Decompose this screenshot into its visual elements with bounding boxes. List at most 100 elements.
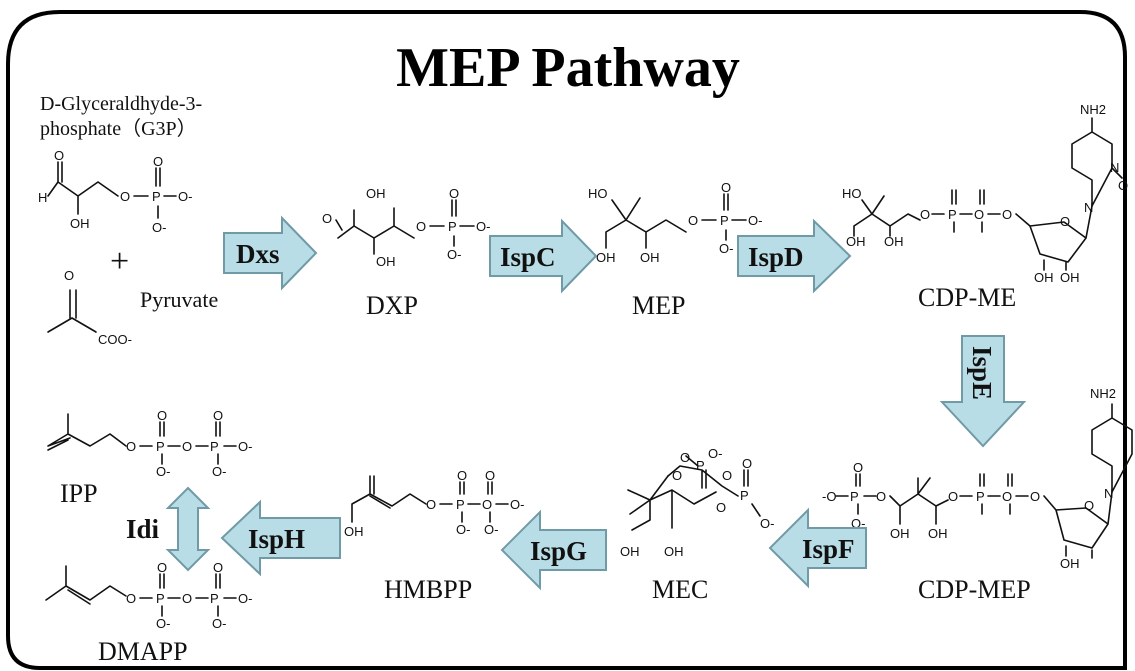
atom-o-minus: O- (238, 439, 252, 454)
page-title: MEP Pathway (396, 37, 740, 99)
atom-n: N (1104, 486, 1113, 501)
atom-o-minus: O- (760, 516, 774, 531)
atom-p: P (948, 207, 957, 222)
atom-o-minus: -O (822, 489, 836, 504)
atom-o: O (157, 408, 167, 423)
atom-oh: OH (890, 526, 910, 541)
mep-label: MEP (632, 291, 685, 320)
atom-o: O (153, 154, 163, 169)
atom-o: O (1060, 214, 1070, 229)
diagram-frame (6, 10, 1127, 670)
atom-o: O (449, 186, 459, 201)
hmbpp-structure: OH O P O O P O O- O- O- (344, 468, 524, 539)
atom-o-minus: O- (152, 220, 166, 235)
atom-n: N (1084, 200, 1093, 215)
dxp-structure: O OH OH O P O O- O- (322, 186, 490, 269)
atom-o-minus: O- (212, 464, 226, 479)
pyruvate-label: Pyruvate (140, 287, 218, 312)
atom-o-minus: O- (708, 446, 722, 461)
g3p-label-line2: phosphate（G3P） (40, 117, 197, 140)
isph-arrow (220, 499, 341, 577)
atom-o: O (1002, 207, 1012, 222)
ispg-arrow (500, 509, 607, 591)
ispd-arrow (737, 218, 852, 294)
plus-sign: + (110, 243, 129, 280)
atom-oh: OH (846, 234, 866, 249)
ispe-arrow (939, 335, 1027, 448)
atom-nh2: NH2 (1080, 102, 1106, 117)
ispf-label: IspF (802, 534, 855, 564)
atom-o: O (680, 450, 690, 465)
cdp-me-label: CDP-ME (918, 283, 1016, 312)
atom-o: O (482, 497, 492, 512)
mec-structure: O P O O- O P O O- O OH OH (620, 446, 774, 559)
atom-p: P (156, 591, 165, 606)
atom-nh2: NH2 (1090, 386, 1116, 401)
cdp-me-structure: HO OH OH O P O P O O OH OH N N O NH2 (842, 102, 1128, 285)
atom-oh: OH (596, 250, 616, 265)
atom-o-minus: O- (238, 591, 252, 606)
ispd-label: IspD (748, 242, 804, 272)
atom-n: N (1110, 160, 1119, 175)
dmapp-structure: O P O O P O O- O- O- (45, 560, 252, 631)
atom-o: O (1030, 489, 1040, 504)
atom-o: O (920, 207, 930, 222)
atom-p: P (156, 439, 165, 454)
atom-o: O (64, 268, 74, 283)
atom-o: O (126, 439, 136, 454)
atom-oh: OH (640, 250, 660, 265)
ispe-label: IspE (967, 346, 997, 400)
isph-label: IspH (248, 524, 305, 554)
atom-o: O (672, 468, 682, 483)
atom-o: O (416, 219, 426, 234)
atom-p: P (448, 219, 457, 234)
mep-structure: HO OH OH O P O O- O- (588, 180, 762, 265)
g3p-label-line1: D-Glyceraldhyde-3- (40, 93, 202, 115)
pyruvate-structure: O COO- (47, 268, 132, 347)
atom-o: O (213, 560, 223, 575)
atom-oh: OH (664, 544, 684, 559)
atom-coo: COO- (98, 332, 132, 347)
atom-o-minus: O- (748, 213, 762, 228)
atom-oh: OH (70, 216, 90, 231)
atom-p: P (210, 591, 219, 606)
atom-o: O (721, 180, 731, 195)
atom-o-minus: O- (156, 616, 170, 631)
atom-ho: HO (842, 186, 862, 201)
atom-oh: OH (884, 234, 904, 249)
atom-o: O (157, 560, 167, 575)
atom-o-minus: O- (476, 219, 490, 234)
ipp-structure: O P O O P O O- O- O- (47, 408, 252, 479)
atom-oh: OH (344, 524, 364, 539)
atom-o: O (1118, 178, 1128, 193)
ispc-label: IspC (500, 242, 556, 272)
atom-o-minus: O- (447, 247, 461, 262)
atom-o: O (722, 468, 732, 483)
atom-o: O (948, 489, 958, 504)
atom-oh: OH (1034, 270, 1054, 285)
atom-o: O (457, 468, 467, 483)
atom-o: O (1002, 489, 1012, 504)
atom-o: O (120, 189, 130, 204)
atom-o: O (716, 500, 726, 515)
ispf-arrow (768, 507, 867, 589)
atom-o: O (426, 497, 436, 512)
atom-o-minus: O- (484, 522, 498, 537)
atom-o: O (876, 489, 886, 504)
atom-p: P (976, 489, 985, 504)
cdp-mep-label: CDP-MEP (918, 575, 1031, 604)
dxs-label: Dxs (236, 239, 280, 269)
atom-o: O (742, 456, 752, 471)
atom-o: O (182, 591, 192, 606)
atom-p: P (696, 458, 705, 473)
atom-o-minus: O- (156, 464, 170, 479)
atom-oh: OH (376, 254, 396, 269)
atom-o: O (322, 211, 332, 226)
ipp-label: IPP (60, 479, 98, 508)
atom-o: O (182, 439, 192, 454)
atom-oh: OH (620, 544, 640, 559)
dxp-label: DXP (366, 291, 418, 320)
atom-oh: OH (1060, 556, 1080, 571)
atom-o-minus: O- (510, 497, 524, 512)
